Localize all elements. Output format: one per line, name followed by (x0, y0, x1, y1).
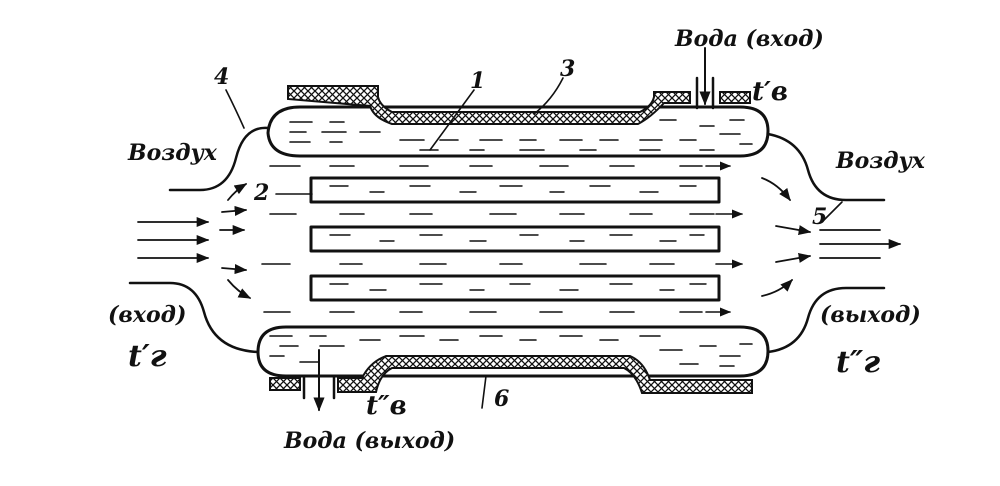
bottom-insulation-left (269, 377, 301, 391)
tube-2 (309, 225, 721, 253)
callout-6: 6 (494, 386, 509, 412)
label-t-gas-out: t″г (836, 345, 880, 380)
label-t-gas-in: t′г (128, 339, 167, 374)
callout-leaders (225, 77, 843, 409)
tube-3 (309, 274, 721, 302)
outlet-duct-bottom (766, 286, 886, 354)
air-channel-flow (261, 161, 744, 317)
outlet-duct-top (766, 132, 886, 202)
callout-3: 3 (560, 56, 575, 82)
label-air-out: Воздух (835, 148, 926, 174)
water-fill-top (289, 119, 753, 151)
air-outlet-flow (761, 177, 902, 297)
top-insulation (287, 85, 691, 125)
tube-fill-dashes (329, 185, 707, 291)
label-water-in: Вода (вход) (674, 26, 824, 52)
tube-1 (309, 176, 721, 204)
top-water-jacket (266, 105, 770, 158)
top-insulation-right (719, 91, 751, 104)
water-outlet-pipe (302, 374, 336, 400)
callout-5: 5 (812, 204, 827, 230)
label-air-in: Воздух (127, 140, 218, 166)
water-fill-bottom (269, 335, 753, 367)
inlet-duct-bottom (128, 281, 260, 354)
label-water-out: Вода (выход) (283, 428, 455, 454)
inlet-duct-top (168, 126, 270, 192)
label-inlet-note: (вход) (108, 302, 186, 328)
label-outlet-note: (выход) (820, 302, 921, 328)
bottom-insulation (337, 355, 753, 394)
label-t-water-in: t′в (752, 77, 788, 107)
air-inlet-flow (137, 183, 252, 299)
label-t-water-out: t″в (366, 391, 407, 421)
callout-2: 2 (253, 180, 269, 206)
callout-4: 4 (214, 64, 229, 90)
callout-1: 1 (470, 68, 485, 94)
water-inlet-pipe (695, 76, 715, 110)
bottom-water-jacket (256, 325, 770, 378)
